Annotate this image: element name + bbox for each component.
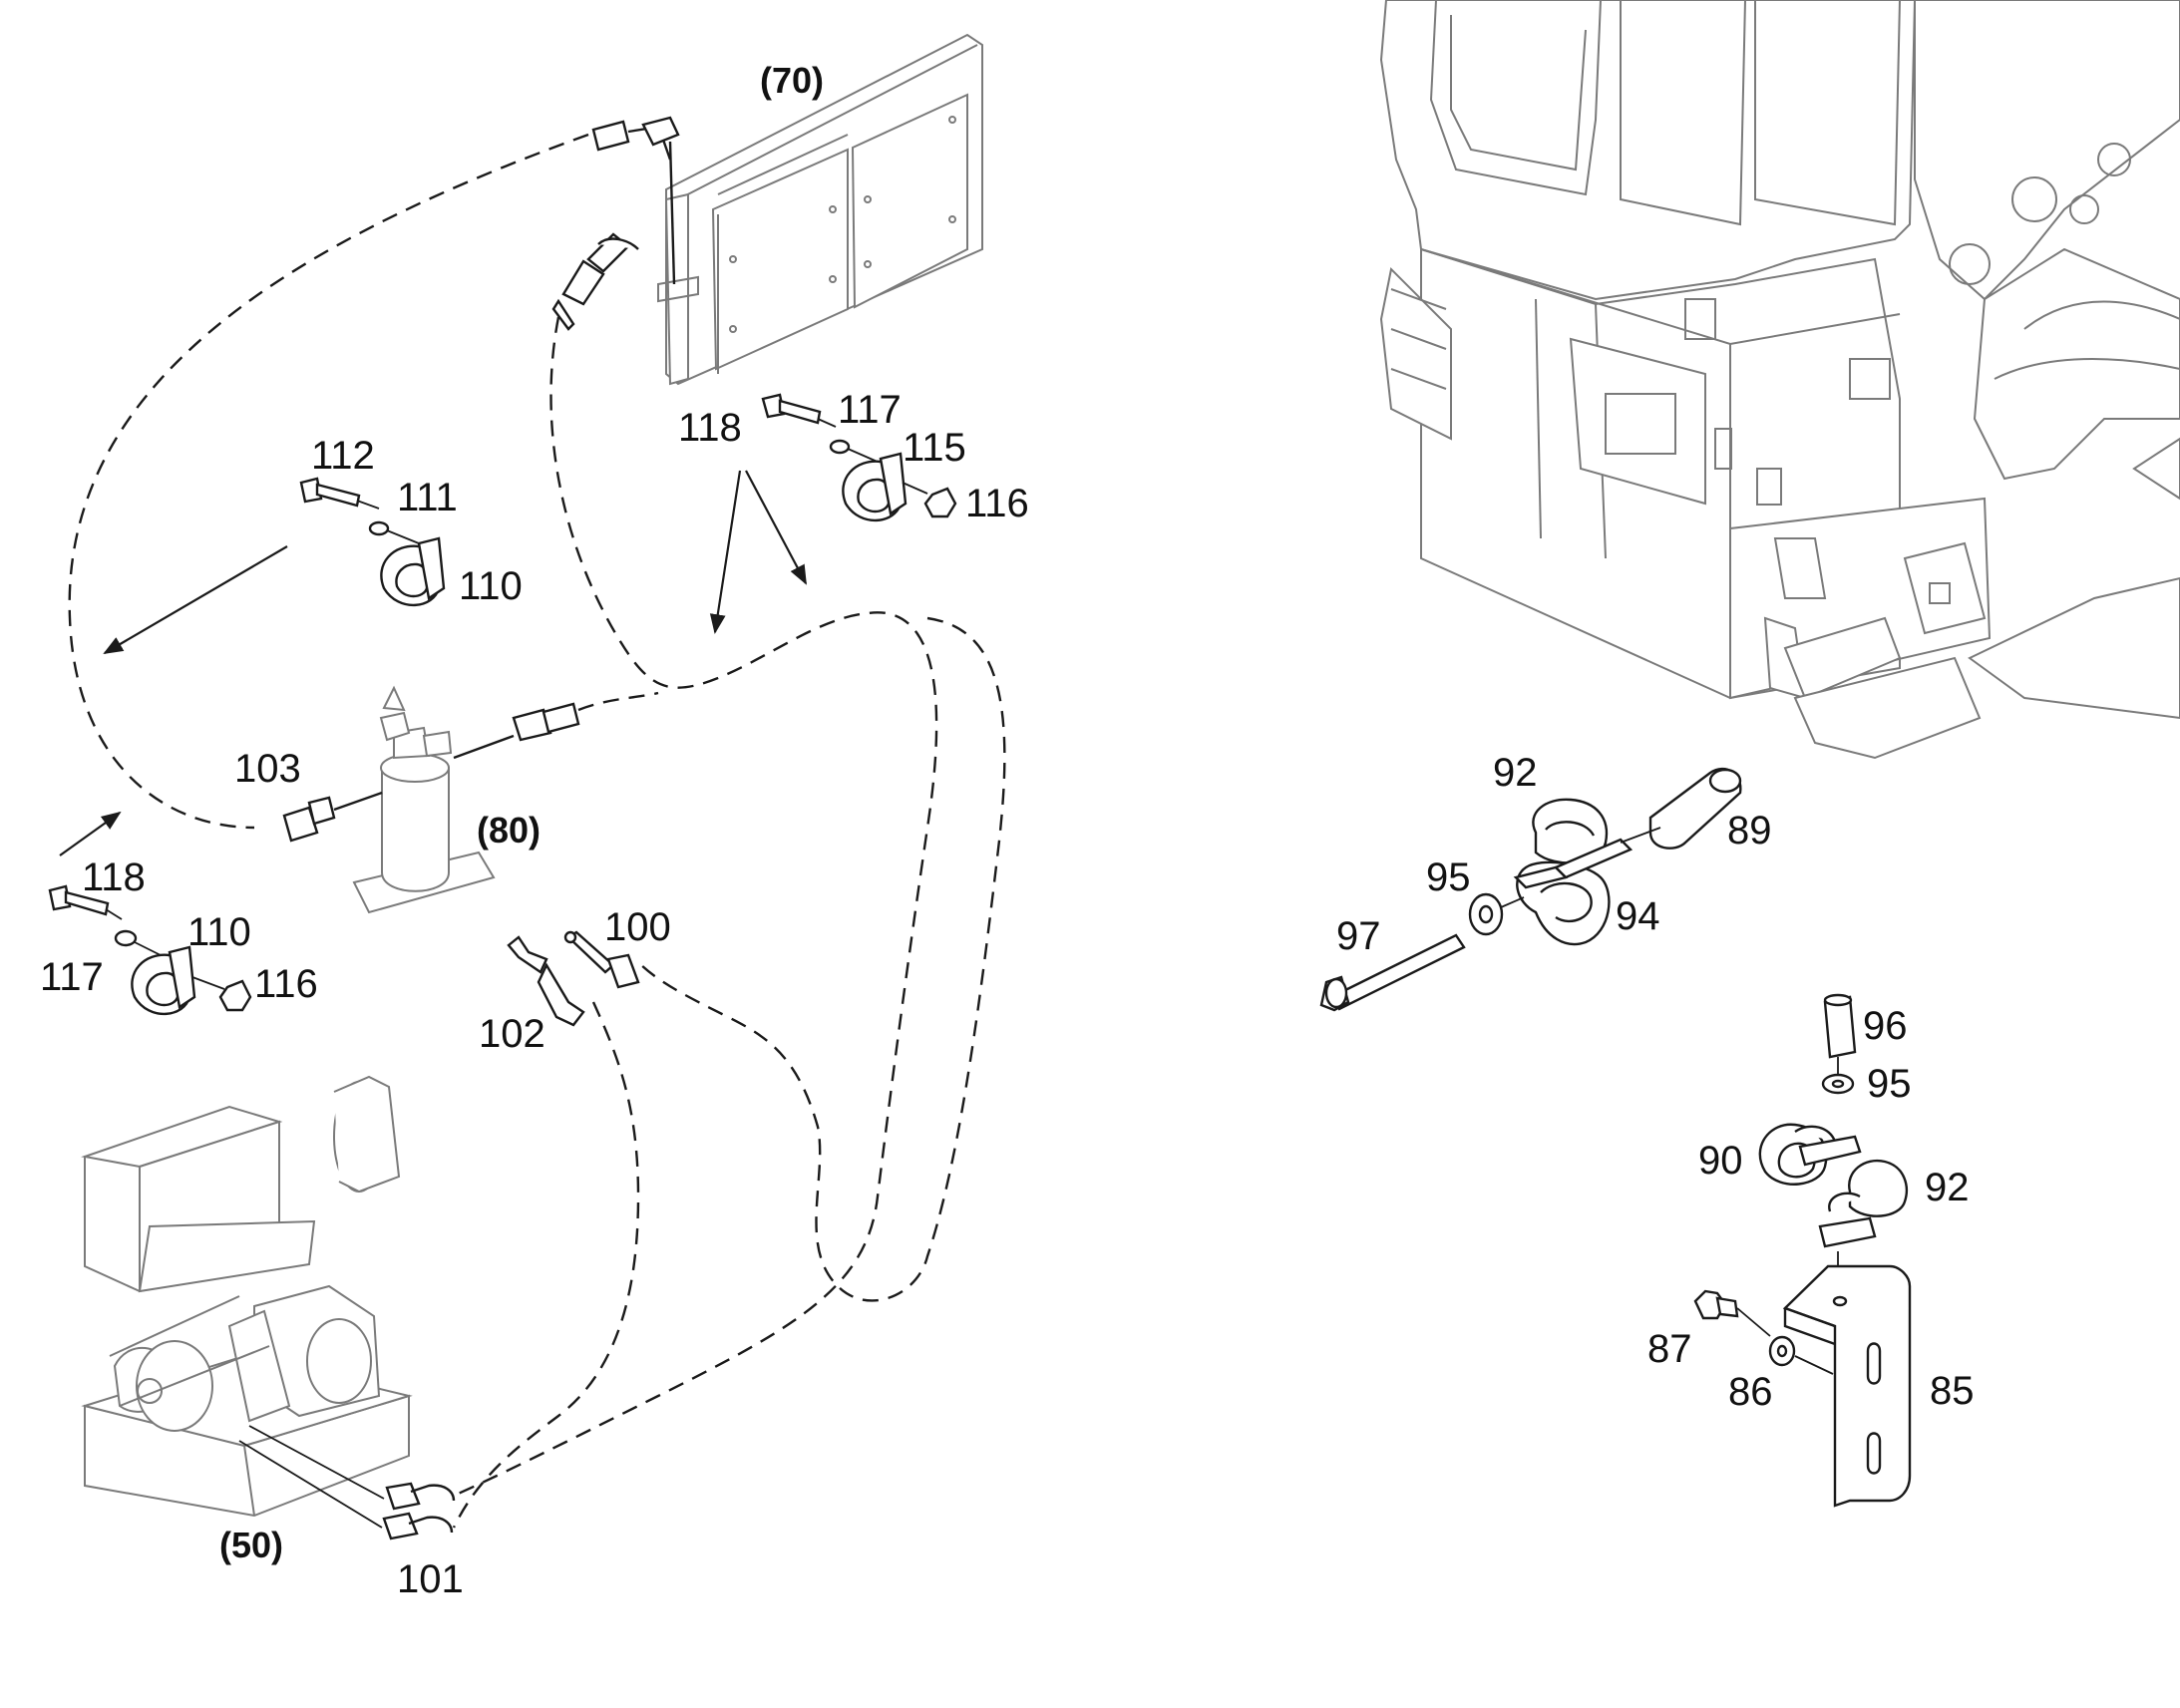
callout-96: 96 (1863, 1004, 1908, 1048)
callout-103: 103 (234, 747, 301, 791)
direction-arrows (59, 470, 807, 856)
callout-112: 112 (311, 434, 375, 478)
refrigerant-hoses (68, 133, 1006, 1529)
condenser-outlet-fitting (591, 116, 680, 285)
compressor-hose-fittings (238, 1425, 456, 1540)
callout-118: 118 (678, 406, 742, 450)
callout-94: 94 (1616, 894, 1660, 938)
callout-100: 100 (604, 905, 671, 949)
assembly-label-50: (50) (219, 1525, 283, 1565)
hose-end-102 (507, 935, 585, 1027)
clamp-set-110-116-117-118 (48, 884, 252, 1016)
callout-85: 85 (1930, 1369, 1975, 1413)
callout-labels: (70) (80) (50) 118 117 115 116 112 111 1… (40, 60, 1975, 1601)
callout-86: 86 (1728, 1370, 1773, 1414)
hose-end-100 (563, 930, 640, 989)
bracket-assembly-85-96 (1693, 993, 1912, 1508)
callout-97: 97 (1336, 914, 1381, 958)
condenser-inlet-fitting (551, 232, 639, 331)
callout-117: 117 (40, 955, 104, 999)
callout-116: 116 (965, 482, 1029, 525)
callout-110: 110 (459, 564, 523, 608)
clamp-set-115-116-117 (761, 393, 957, 522)
assembly-label-80: (80) (477, 810, 541, 851)
callout-92: 92 (1925, 1166, 1970, 1209)
callout-117: 117 (838, 388, 902, 432)
drier-outlet-fitting (282, 791, 383, 843)
callout-90: 90 (1698, 1139, 1743, 1183)
assembly-label-70: (70) (760, 60, 824, 101)
callout-118: 118 (82, 855, 146, 899)
callout-110: 110 (187, 910, 251, 954)
excavator-cab-drawing (1379, 0, 2180, 760)
callout-95: 95 (1426, 855, 1471, 899)
receiver-drier-80 (352, 685, 496, 914)
callout-115: 115 (903, 426, 966, 470)
callout-101: 101 (397, 1557, 464, 1601)
callout-92: 92 (1493, 751, 1538, 795)
callout-87: 87 (1647, 1327, 1692, 1371)
clamp-set-110-111-112 (299, 477, 446, 607)
clamp-assembly-89-97 (1319, 767, 1742, 1012)
drier-inlet-fitting (453, 702, 580, 760)
callout-95: 95 (1867, 1062, 1912, 1106)
callout-116: 116 (254, 962, 318, 1006)
compressor-assembly-50 (81, 1075, 413, 1518)
condenser-70 (657, 33, 983, 386)
callout-89: 89 (1727, 809, 1772, 853)
callout-111: 111 (397, 476, 458, 519)
callout-102: 102 (479, 1012, 545, 1056)
